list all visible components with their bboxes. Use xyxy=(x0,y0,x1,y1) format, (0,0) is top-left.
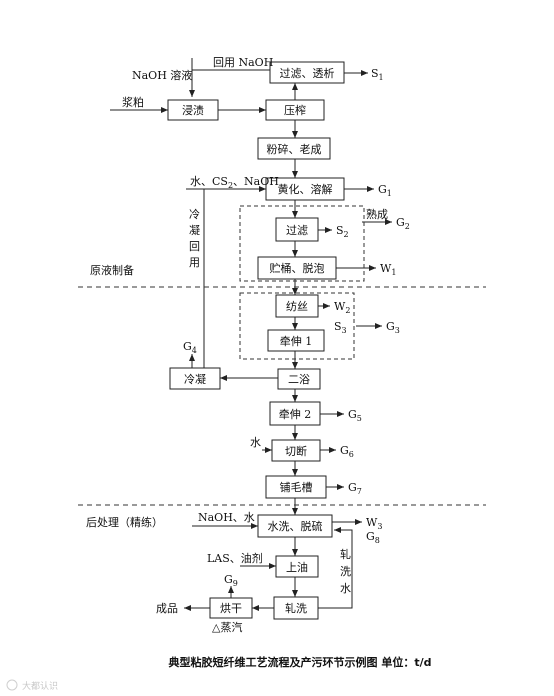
svg-text:浸渍: 浸渍 xyxy=(182,104,204,117)
svg-text:纺丝: 纺丝 xyxy=(286,299,308,313)
dope-filter-group xyxy=(239,205,365,282)
svg-text:轧: 轧 xyxy=(340,547,351,561)
label-las-oil: LAS、油剂 xyxy=(207,551,263,565)
box-drying: 烘干 xyxy=(209,597,253,619)
emission-w1: W1 xyxy=(380,262,396,277)
svg-text:轧洗: 轧洗 xyxy=(285,601,307,615)
box-spinning: 纺丝 xyxy=(275,294,319,318)
svg-text:过滤: 过滤 xyxy=(286,224,308,237)
emission-w3: W3 xyxy=(366,516,382,531)
label-reagents: 水、CS2、NaOH xyxy=(190,175,279,190)
svg-text:牵伸 1: 牵伸 1 xyxy=(280,335,313,348)
box-storage-defoam: 贮桶、脱泡 xyxy=(257,256,337,280)
svg-text:压榨: 压榨 xyxy=(284,103,306,117)
svg-text:二浴: 二浴 xyxy=(288,373,310,386)
emission-g4: G4 xyxy=(183,340,197,355)
emission-s2: S2 xyxy=(336,224,349,239)
emission-g2: G2 xyxy=(396,216,410,231)
label-cutting-water: 水 xyxy=(250,436,261,449)
svg-text:烘干: 烘干 xyxy=(220,601,242,615)
emission-g8: G8 xyxy=(366,530,380,545)
box-filter-dialysis: 过滤、透析 xyxy=(269,61,345,84)
emission-s3: S3 xyxy=(334,320,347,335)
label-naoh-water: NaOH、水 xyxy=(198,511,255,524)
box-second-bath: 二浴 xyxy=(277,368,321,390)
figure-caption: 典型粘胶短纤维工艺流程及产污环节示例图 单位：t/d xyxy=(169,655,432,669)
svg-text:凝: 凝 xyxy=(189,223,200,237)
box-wash-desulfur: 水洗、脱硫 xyxy=(257,514,333,538)
svg-text:冷凝: 冷凝 xyxy=(184,372,206,386)
label-product: 成品 xyxy=(156,602,178,615)
box-laying: 铺毛槽 xyxy=(265,475,327,499)
emission-w2: W2 xyxy=(334,300,350,315)
watermark-logo-icon xyxy=(6,679,18,691)
svg-text:黄化、溶解: 黄化、溶解 xyxy=(278,182,333,196)
emission-g6: G6 xyxy=(340,444,354,459)
svg-text:冷: 冷 xyxy=(189,208,200,221)
box-roll-wash: 轧洗 xyxy=(273,596,319,620)
box-condense: 冷凝 xyxy=(169,367,221,390)
svg-text:水洗、脱硫: 水洗、脱硫 xyxy=(268,519,323,533)
box-stretch2: 牵伸 2 xyxy=(269,401,321,426)
label-naoh-solution: NaOH 溶液 xyxy=(132,68,192,82)
svg-text:上油: 上油 xyxy=(286,560,308,574)
emission-s1: S1 xyxy=(371,67,384,82)
label-pulp: 浆粕 xyxy=(122,95,144,109)
watermark: 大都认识 xyxy=(6,679,58,692)
svg-text:铺毛槽: 铺毛槽 xyxy=(280,481,313,494)
label-condense-reuse: 冷 凝 回 用 xyxy=(189,208,200,269)
svg-text:贮桶、脱泡: 贮桶、脱泡 xyxy=(270,261,325,275)
emission-g5: G5 xyxy=(348,408,362,423)
svg-text:水: 水 xyxy=(340,582,351,595)
label-recycle-naoh: 回用 NaOH xyxy=(213,56,273,69)
box-cutting: 切断 xyxy=(271,439,321,462)
svg-text:牵伸 2: 牵伸 2 xyxy=(279,408,312,421)
emission-g7: G7 xyxy=(348,481,362,496)
box-oiling: 上油 xyxy=(275,555,319,578)
section-label-dope: 原液制备 xyxy=(90,263,134,277)
box-xanthation: 黄化、溶解 xyxy=(265,177,345,201)
emission-g9: G9 xyxy=(224,573,238,588)
label-steam: △蒸汽 xyxy=(212,620,242,634)
svg-text:粉碎、老成: 粉碎、老成 xyxy=(267,142,322,156)
svg-text:大都认识: 大都认识 xyxy=(22,680,58,692)
box-pressing: 压榨 xyxy=(265,99,325,121)
svg-text:切断: 切断 xyxy=(285,444,307,458)
label-ripening: 熟成 xyxy=(366,207,388,221)
svg-text:过滤、透析: 过滤、透析 xyxy=(280,66,335,80)
section-label-post: 后处理（精练） xyxy=(86,515,163,529)
emission-g3: G3 xyxy=(386,320,400,335)
box-stretch1: 牵伸 1 xyxy=(267,329,325,352)
rollwash-water-loop xyxy=(318,527,353,609)
svg-text:用: 用 xyxy=(189,256,200,269)
box-filter: 过滤 xyxy=(275,217,319,242)
emission-g1: G1 xyxy=(378,183,392,198)
svg-text:回: 回 xyxy=(189,240,200,253)
label-roll-wash-water: 轧 洗 水 xyxy=(340,547,351,595)
box-crushing-aging: 粉碎、老成 xyxy=(257,137,331,160)
spinning-group xyxy=(239,292,355,360)
box-impregnation: 浸渍 xyxy=(167,99,219,121)
svg-text:洗: 洗 xyxy=(340,565,351,578)
